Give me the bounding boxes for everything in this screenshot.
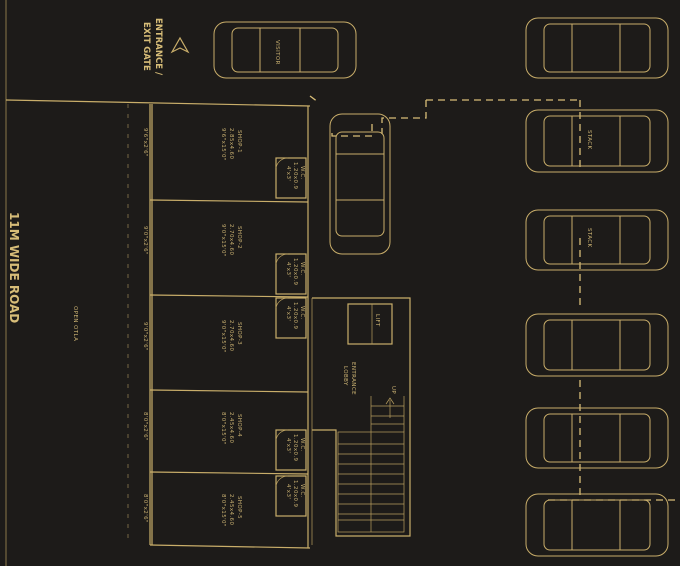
shop-4: SHOP-4 2.45x4.60 8'0"x15'0" 8'0"x2'6" — [142, 412, 242, 445]
shop-1: SHOP-1 2.85x4.60 9'6"x15'0" 9'6"x2'6" — [142, 128, 242, 161]
visitor-label: VISITOR — [274, 40, 280, 65]
car-stack-2: STACK — [525, 109, 669, 173]
lobby-label-line1: ENTRANCE — [350, 362, 356, 395]
up-label: UP — [390, 386, 396, 394]
wc-label: W.C. — [299, 262, 305, 276]
wc-imperial: 4'x3' — [285, 484, 291, 499]
wc-3-label: W.C. 1.20x0.9 4'x3' — [285, 302, 305, 330]
shop-metric: 2.70x4.60 — [228, 224, 234, 255]
stack-label: STACK — [586, 130, 592, 150]
wc-metric: 1.20x0.9 — [292, 480, 298, 508]
shop-5: SHOP-5 2.45x4.60 8'0"x15'0" 8'0"x2'6" — [142, 494, 242, 527]
shop-name: SHOP-5 — [236, 496, 242, 519]
wc-1-label: W.C. 1.20x0.9 4'x3' — [285, 162, 305, 190]
wc-units — [275, 157, 307, 517]
shops-block — [149, 104, 311, 549]
lift-label: LIFT — [374, 314, 380, 327]
wc-label: W.C. — [299, 166, 305, 180]
shop-imperial: 9'0"x15'0" — [220, 224, 226, 257]
car-visitor: VISITOR — [213, 21, 357, 79]
shop-front: 8'0"x2'6" — [142, 412, 148, 441]
shop-front: 9'6"x2'6" — [142, 128, 148, 157]
gate-group: ENTRANCE / EXIT GATE — [141, 18, 190, 76]
gate-label-line1: ENTRANCE / — [153, 18, 163, 76]
otla-label: OPEN OTLA — [72, 306, 78, 341]
shop-metric: 2.85x4.60 — [228, 128, 234, 159]
shop-metric: 2.45x4.60 — [228, 412, 234, 443]
shop-name: SHOP-4 — [236, 414, 242, 437]
wc-metric: 1.20x0.9 — [292, 258, 298, 286]
road-label: 11M WIDE ROAD — [7, 212, 21, 323]
wc-imperial: 4'x3' — [285, 306, 291, 321]
car-stack-4 — [525, 313, 669, 377]
wc-imperial: 4'x3' — [285, 262, 291, 277]
shop-3: SHOP-3 2.70x4.60 9'0"x15'0" 9'0"x2'6" — [142, 320, 242, 353]
wc-metric: 1.20x0.9 — [292, 302, 298, 330]
lobby-label-line2: LOBBY — [342, 366, 348, 386]
car-stack-3: STACK — [525, 209, 669, 271]
shop-name: SHOP-2 — [236, 226, 242, 249]
shop-imperial: 9'6"x15'0" — [220, 128, 226, 161]
shop-imperial: 8'0"x15'0" — [220, 494, 226, 527]
wc-label: W.C. — [299, 306, 305, 320]
car-stack-6 — [525, 493, 669, 557]
plot-front-line — [5, 99, 311, 107]
lift-shaft — [347, 303, 393, 345]
shop-metric: 2.70x4.60 — [228, 320, 234, 351]
stack-label: STACK — [586, 228, 592, 248]
shop-front: 8'0"x2'6" — [142, 494, 148, 523]
shop-front: 9'0"x2'6" — [142, 322, 148, 351]
wc-imperial: 4'x3' — [285, 438, 291, 453]
car-stack-5 — [525, 407, 669, 469]
stair — [337, 396, 405, 533]
car-stack-1 — [525, 17, 669, 79]
shop-2: SHOP-2 2.70x4.60 9'0"x15'0" 9'0"x2'6" — [142, 224, 242, 257]
gate-label-line2: EXIT GATE — [141, 22, 151, 71]
shop-name: SHOP-3 — [236, 322, 242, 345]
car-driveway — [329, 113, 391, 255]
wc-4-label: W.C. 1.20x0.9 4'x3' — [285, 434, 305, 462]
wc-imperial: 4'x3' — [285, 166, 291, 181]
shop-name: SHOP-1 — [236, 130, 242, 153]
shop-front: 9'0"x2'6" — [142, 226, 148, 255]
gate-arrow-icon — [170, 36, 190, 54]
wc-label: W.C. — [299, 484, 305, 498]
wc-5-label: W.C. 1.20x0.9 4'x3' — [285, 480, 305, 508]
shop-imperial: 8'0"x15'0" — [220, 412, 226, 445]
wc-metric: 1.20x0.9 — [292, 162, 298, 190]
shop-metric: 2.45x4.60 — [228, 494, 234, 525]
wc-metric: 1.20x0.9 — [292, 434, 298, 462]
wc-label: W.C. — [299, 438, 305, 452]
core-block: LIFT ENTRANCE LOBBY — [311, 297, 411, 545]
shop-imperial: 9'0"x15'0" — [220, 320, 226, 353]
wc-2-label: W.C. 1.20x0.9 4'x3' — [285, 258, 305, 286]
